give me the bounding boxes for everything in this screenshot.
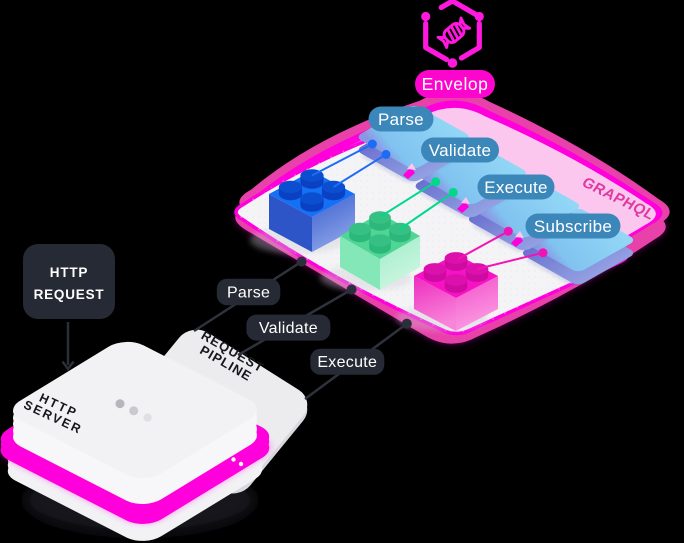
svg-text:Execute: Execute: [317, 354, 377, 371]
svg-text:Parse: Parse: [227, 284, 270, 301]
svg-text:Envelop: Envelop: [422, 74, 489, 94]
svg-text:REQUEST: REQUEST: [34, 287, 105, 302]
svg-text:HTTP: HTTP: [50, 265, 88, 280]
svg-text:Validate: Validate: [429, 141, 492, 160]
svg-text:Execute: Execute: [484, 178, 548, 197]
svg-text:Subscribe: Subscribe: [534, 217, 612, 236]
svg-text:Validate: Validate: [259, 320, 318, 337]
svg-text:Parse: Parse: [378, 110, 424, 129]
